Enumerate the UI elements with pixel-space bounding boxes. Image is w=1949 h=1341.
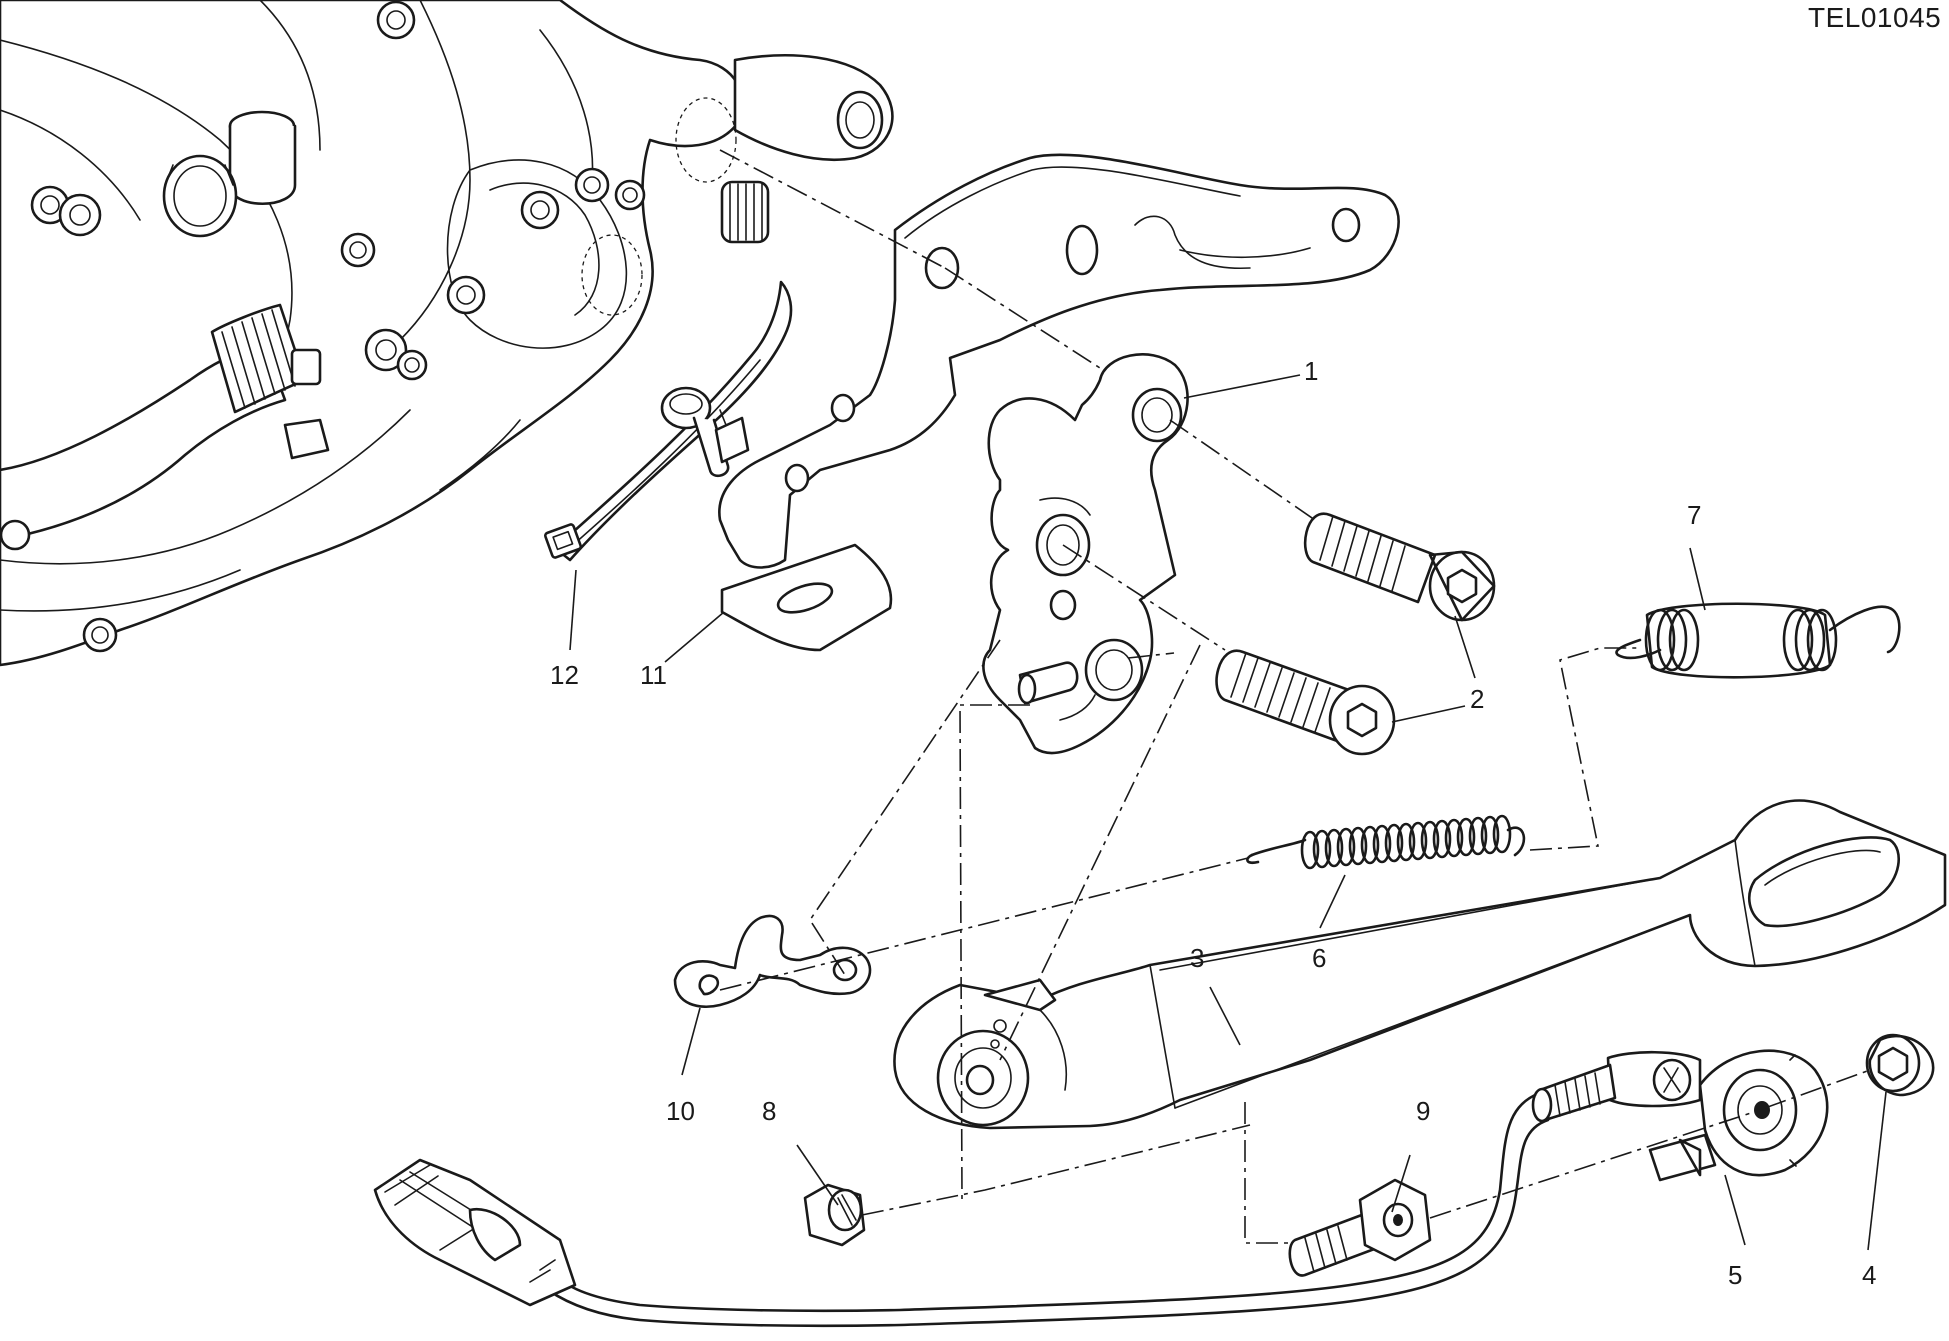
callout-2: 2 xyxy=(1470,684,1485,714)
part-2-bolts xyxy=(1215,512,1496,756)
part-4-screw xyxy=(1865,1033,1935,1097)
engine-case-drawing xyxy=(0,0,894,667)
callout-9: 9 xyxy=(1416,1096,1431,1126)
callout-10: 10 xyxy=(666,1096,695,1126)
callout-5: 5 xyxy=(1728,1260,1743,1290)
callout-3: 3 xyxy=(1190,943,1205,973)
part-11-bracket xyxy=(718,153,1400,652)
callout-1: 1 xyxy=(1304,356,1319,386)
part-9-bolt xyxy=(1288,1178,1432,1277)
part-3-side-stand xyxy=(893,799,1947,1130)
part-12-cable-tie xyxy=(544,280,793,562)
part-7-spring xyxy=(1615,602,1901,679)
callout-6: 6 xyxy=(1312,943,1327,973)
callout-12: 12 xyxy=(550,660,579,690)
part-10-hook-plate xyxy=(673,914,872,1009)
callout-4: 4 xyxy=(1862,1260,1877,1290)
part-8-nut xyxy=(803,1183,866,1247)
part-6-spring xyxy=(1246,814,1526,870)
callout-11: 11 xyxy=(640,660,667,690)
part-1-pivot-mount xyxy=(982,353,1189,755)
assembly-lines xyxy=(719,149,1871,1244)
leader-lines xyxy=(569,374,1887,1251)
callout-8: 8 xyxy=(762,1096,777,1126)
drawing-code: TEL01045 xyxy=(1808,2,1942,33)
part-5-side-stand-switch xyxy=(373,1049,1829,1328)
callout-7: 7 xyxy=(1687,500,1702,530)
